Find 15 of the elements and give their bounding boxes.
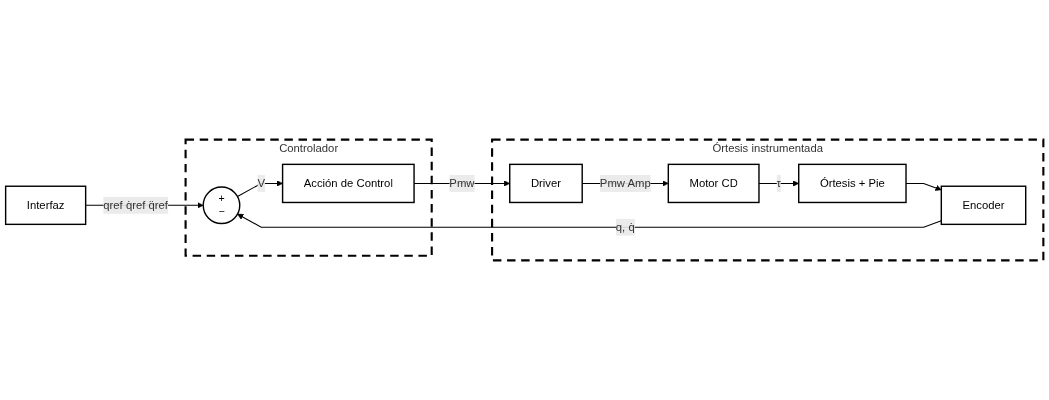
edge-label: τ	[776, 177, 782, 190]
node-box: Motor CD	[667, 163, 760, 204]
node-box: Interfaz	[4, 185, 87, 226]
edge-label: Pmw	[449, 177, 475, 190]
edge-label: Pmw Amp	[599, 177, 651, 190]
node-box: Acción de Control	[281, 163, 415, 204]
arrow	[758, 180, 799, 187]
edge-label: V	[257, 177, 265, 190]
node-circle: + −	[202, 186, 241, 225]
edge-label: q, q̇	[615, 220, 635, 233]
node-box: Encoder	[940, 185, 1027, 226]
edge-label: qref q̇ref q̈ref	[103, 198, 168, 211]
node-box: Órtesis + Pie	[798, 163, 907, 204]
arrow	[237, 213, 942, 228]
node-box: Driver	[509, 163, 583, 204]
